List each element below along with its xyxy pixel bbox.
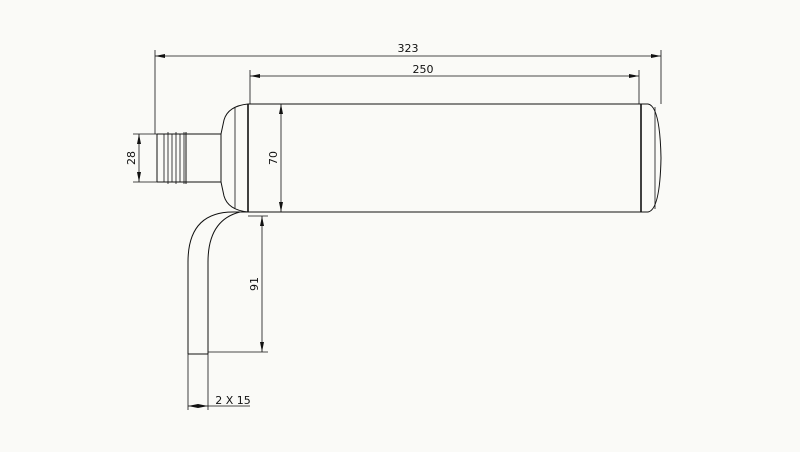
dim-outlet-pipe-label: 2 X 15 <box>215 394 251 407</box>
dim-outlet-pipe: 2 X 15 <box>187 354 251 410</box>
dim-body-length: 250 <box>249 63 640 104</box>
cylinder-body <box>247 103 662 213</box>
shoulder <box>220 103 249 213</box>
dim-overall-length-label: 323 <box>398 42 419 55</box>
dim-outlet-height: 91 <box>208 215 268 353</box>
neck-connector <box>156 132 222 184</box>
dim-neck-diameter: 28 <box>125 133 157 183</box>
dim-body-diameter: 70 <box>267 104 283 212</box>
outlet-pipe <box>187 211 248 355</box>
dim-neck-diameter-label: 28 <box>125 151 138 165</box>
dim-body-diameter-label: 70 <box>267 151 280 165</box>
dim-outlet-height-label: 91 <box>248 277 261 291</box>
dim-body-length-label: 250 <box>413 63 434 76</box>
dim-overall-length: 323 <box>154 42 662 134</box>
